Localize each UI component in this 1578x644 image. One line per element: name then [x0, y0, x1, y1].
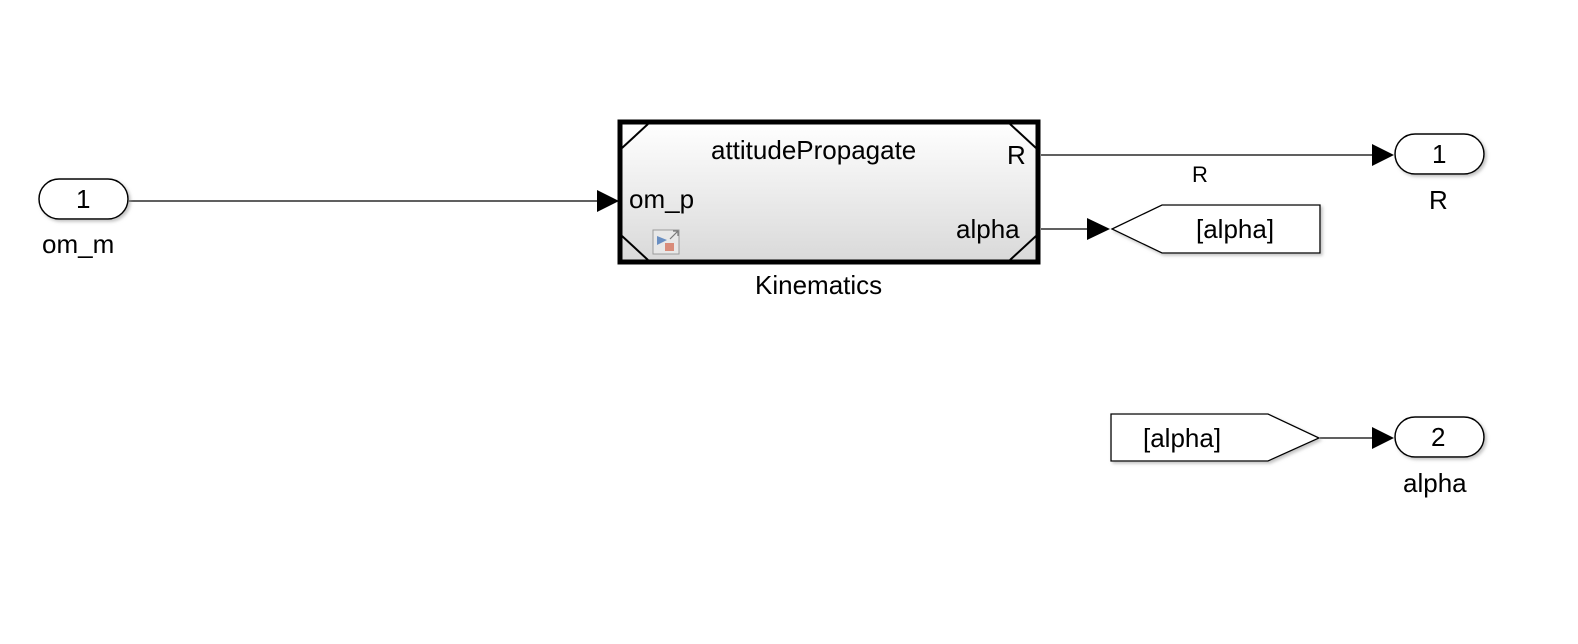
outport-2-number: 2 [1431, 422, 1446, 452]
inport-number: 1 [76, 184, 91, 214]
subsystem-output-port-label-alpha: alpha [956, 214, 1020, 244]
outport-1-name: R [1429, 185, 1448, 215]
outport-1-number: 1 [1432, 139, 1447, 169]
signal-line-alpha-from[interactable] [1320, 427, 1394, 449]
outport-block-alpha[interactable] [1394, 416, 1485, 458]
model-reference-icon [652, 229, 680, 255]
outport-block-R[interactable] [1394, 133, 1485, 175]
signal-line-alpha-goto[interactable] [1041, 218, 1110, 240]
signal-label-R[interactable]: R [1192, 162, 1208, 187]
inport-name: om_m [42, 229, 115, 259]
subsystem-input-port-label: om_p [629, 184, 695, 214]
signal-line-R[interactable] [1041, 144, 1394, 166]
subsystem-title: attitudePropagate [711, 135, 917, 165]
subsystem-name: Kinematics [755, 270, 883, 300]
goto-tag-label: [alpha] [1196, 214, 1275, 244]
outport-2-name: alpha [1403, 468, 1467, 498]
subsystem-block-kinematics[interactable] [617, 119, 1041, 265]
from-tag-label: [alpha] [1143, 423, 1222, 453]
from-block-alpha[interactable] [1110, 413, 1321, 462]
goto-block-alpha[interactable] [1110, 204, 1321, 254]
subsystem-output-port-label-R: R [1007, 140, 1026, 170]
signal-line-om_m[interactable] [129, 190, 619, 212]
inport-block-om_m[interactable] [38, 178, 129, 220]
